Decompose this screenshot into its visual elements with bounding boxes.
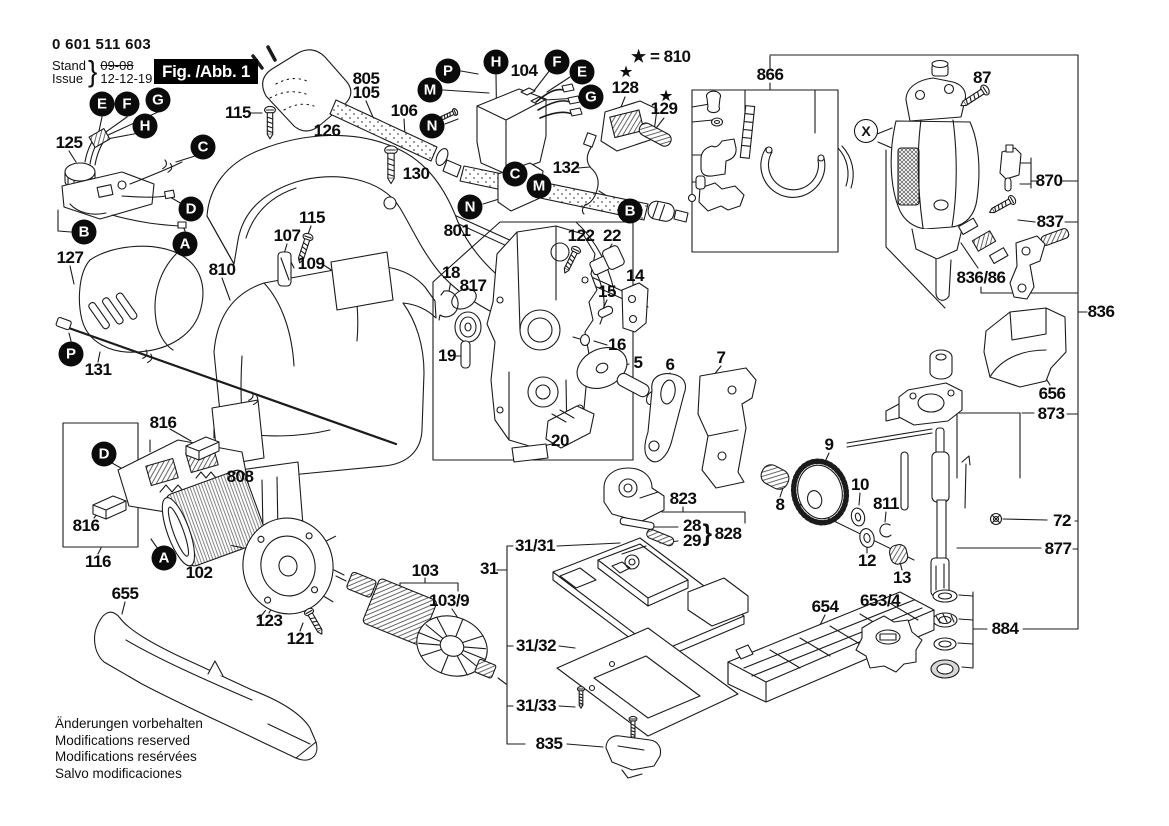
footer-line: Salvo modificaciones — [55, 765, 182, 781]
date-new: 12-12-19 — [100, 71, 153, 86]
crank-bracket-873 — [886, 383, 962, 425]
slide-20 — [546, 406, 594, 448]
washer-10 — [850, 507, 867, 528]
bushing — [930, 350, 952, 379]
roller-8 — [758, 462, 792, 493]
header: 0 601 511 603 Stand Issue } 09-08 12-12-… — [52, 36, 152, 88]
pin-19 — [461, 341, 470, 368]
knob-653-4 — [856, 616, 922, 672]
gear-9 — [787, 456, 852, 529]
roller-13 — [888, 543, 909, 566]
brace-glyph: } — [87, 55, 98, 88]
armature-103 — [334, 570, 506, 686]
part-29 — [646, 528, 675, 547]
brush-kit-866 — [689, 90, 854, 252]
footplate-31-31 — [553, 538, 748, 660]
latch-107 — [278, 252, 294, 286]
lock-washer-72 — [991, 514, 1002, 525]
gear-housing-801 — [433, 222, 633, 462]
rod-131 — [56, 317, 396, 444]
bearing-817 — [455, 312, 481, 342]
carbon-brush-816-bottom — [93, 496, 126, 519]
screw-121 — [302, 606, 327, 638]
motor-unit — [891, 61, 979, 301]
screw-115b — [294, 231, 315, 265]
suction-tube-655 — [95, 612, 317, 760]
screw-31-33 — [577, 686, 585, 709]
carbon-brush-816-top — [186, 437, 219, 460]
speed-control-125 — [62, 129, 186, 228]
ring-set-884 — [931, 590, 959, 678]
spring-129 — [637, 121, 673, 148]
screw-837 — [986, 193, 1018, 218]
issue-label: Issue — [52, 71, 84, 86]
stand-label: Stand — [52, 58, 86, 73]
screw-115a — [264, 105, 276, 140]
crank-lever-836-86 — [1010, 228, 1070, 299]
circlip-18 — [439, 291, 458, 320]
counterweight-7 — [698, 368, 756, 488]
wedges-837 — [959, 218, 1008, 263]
block-870 — [1000, 145, 1021, 191]
date-old: 09-08 — [100, 58, 134, 73]
footer-line: Modifications reserved — [55, 732, 191, 748]
blade-guide-823 — [604, 468, 664, 522]
bearing-shell-127 — [79, 246, 203, 352]
footer-line: Modifications resérvées — [55, 749, 197, 764]
part-28 — [620, 517, 655, 530]
cover-656 — [984, 308, 1066, 387]
figure-label: Fig. /Abb. 1 — [154, 59, 259, 84]
plug-22 — [587, 244, 626, 277]
washer-16 — [573, 335, 590, 346]
lever-14 — [622, 283, 648, 332]
stator-102 — [155, 468, 268, 571]
footer-line: Änderungen vorbehalten — [55, 716, 203, 731]
insert-plate-31-32 — [557, 628, 738, 736]
plunger-877 — [931, 428, 949, 596]
wire-132 — [582, 133, 598, 214]
eccentric-disc-5 — [570, 340, 659, 407]
stand-issue: Stand Issue } 09-08 12-12-19 — [52, 55, 153, 88]
module-128 — [601, 101, 657, 151]
star-legend: ★ = 810 — [631, 47, 691, 66]
lever-6 — [645, 374, 686, 462]
end-shield-123 — [228, 510, 347, 623]
rods-873 — [847, 429, 970, 510]
washer-12 — [858, 527, 876, 549]
clamp-835 — [606, 716, 661, 778]
part-number: 0 601 511 603 — [52, 36, 151, 53]
snap-ring-811 — [880, 524, 891, 537]
footer-notice: Änderungen vorbehalten Modifications res… — [55, 716, 203, 782]
sticker-109 — [331, 252, 393, 310]
pin-15 — [597, 305, 614, 319]
